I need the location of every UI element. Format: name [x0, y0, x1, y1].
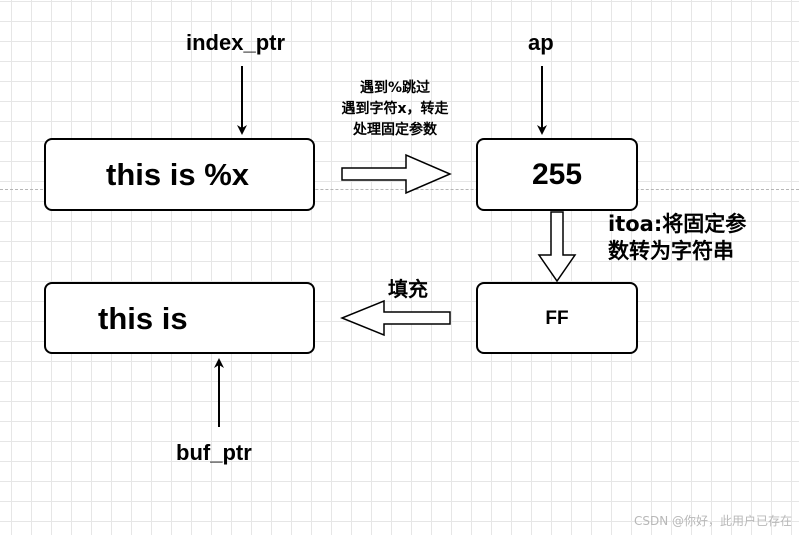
skip-note-line-3: 处理固定参数 [353, 122, 437, 138]
skip-note-line-2: 遇到字符x，转走 [341, 101, 449, 117]
skip-note-line-1: 遇到%跳过 [359, 80, 431, 96]
itoa-note-line-2: 数转为字符串 [608, 239, 734, 263]
format-string-text: this is %x [106, 157, 249, 192]
fill-left-arrow [340, 299, 451, 337]
hex-string-box: FF [476, 282, 638, 354]
arg-value-text: 255 [531, 157, 583, 191]
ap-label: ap [528, 30, 554, 55]
index-ptr-label: index_ptr [186, 30, 286, 55]
csdn-watermark: CSDN @你好，此用户已存在 [633, 514, 792, 528]
buffer-text: this is [98, 300, 188, 336]
buffer-box: this is [44, 282, 315, 354]
fill-note: 填充 [388, 277, 428, 301]
buf-ptr-label: buf_ptr [176, 440, 252, 465]
itoa-note: itoa:将固定参 数转为字符串 [608, 211, 746, 265]
format-string-box: this is %x [44, 138, 315, 211]
skip-right-arrow [341, 153, 452, 195]
arg-value-box: 255 [476, 138, 638, 211]
itoa-note-line-1: itoa:将固定参 [608, 212, 747, 236]
skip-note: 遇到%跳过 遇到字符x，转走 处理固定参数 [310, 78, 480, 141]
hex-string-text: FF [545, 307, 569, 329]
dashed-divider [0, 189, 799, 190]
itoa-down-arrow [537, 211, 577, 283]
